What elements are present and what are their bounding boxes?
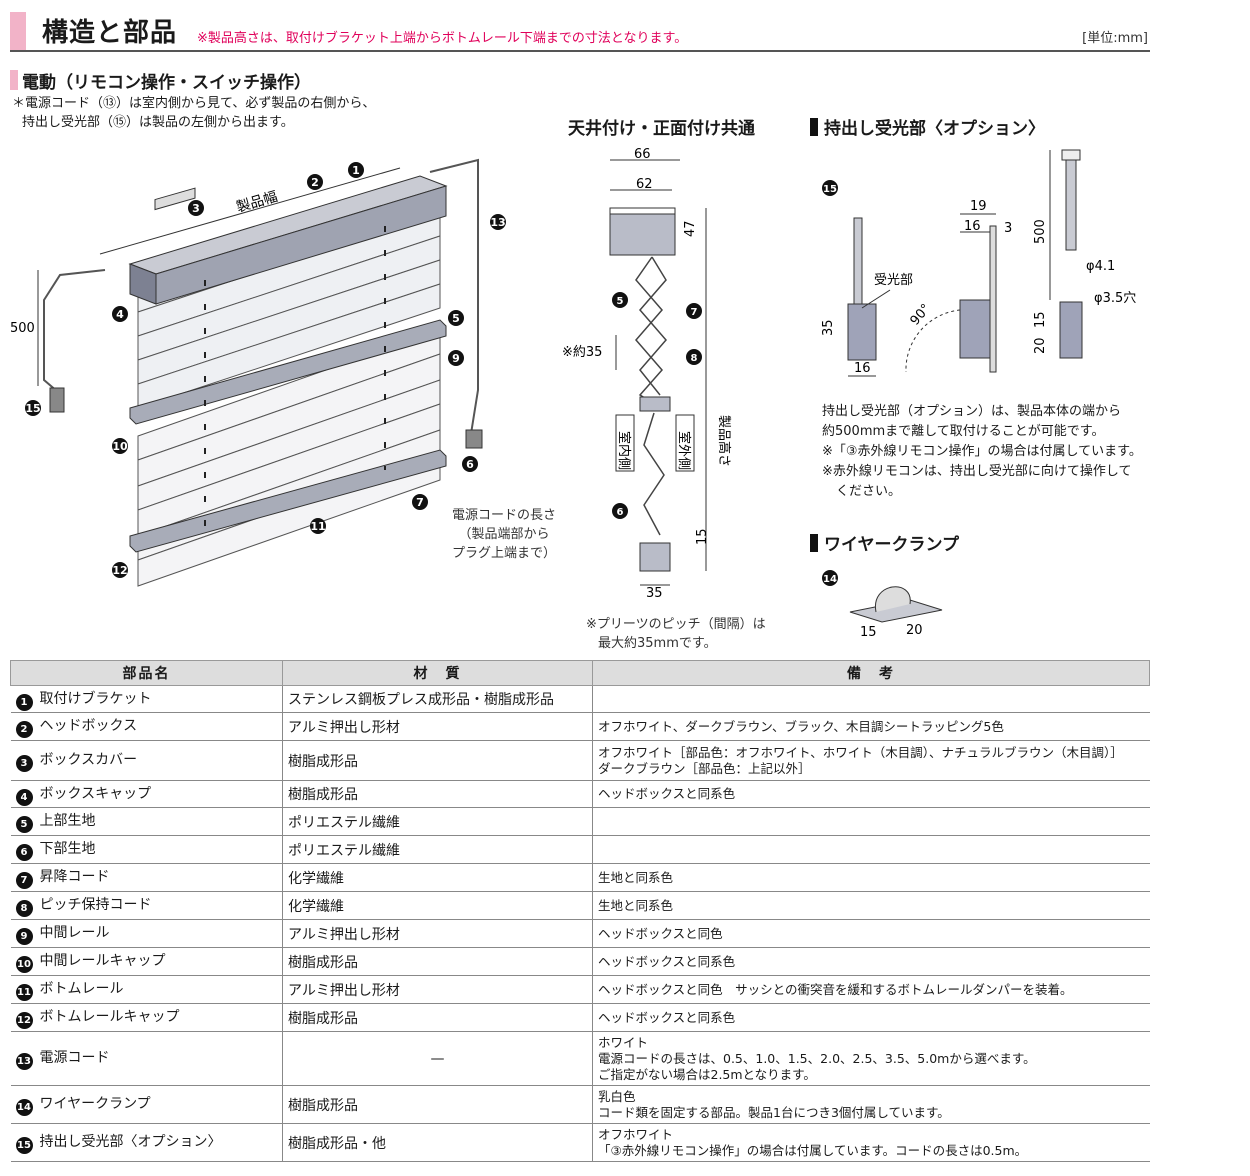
svg-text:7: 7 xyxy=(416,496,424,509)
receiver-desc: 持出し受光部（オプション）は、製品本体の端から 約500mmまで離して取付けるこ… xyxy=(822,404,1142,499)
dim-500: 500 xyxy=(1033,219,1048,244)
outdoor-label: 室外側 xyxy=(676,431,692,470)
svg-text:5: 5 xyxy=(452,312,460,325)
cord-length-caption: 電源コードの長さ （製品端部から プラグ上端まで） xyxy=(452,508,557,561)
indoor-label: 室内側 xyxy=(616,431,632,470)
svg-text:15: 15 xyxy=(823,184,837,195)
title-underline xyxy=(10,12,1150,52)
page-title: 構造と部品 xyxy=(42,18,178,48)
receiver-title: 持出し受光部〈オプション〉 xyxy=(810,114,1045,139)
head-box xyxy=(128,175,448,305)
phi35: φ3.5穴 xyxy=(1094,291,1136,306)
dim-19: 19 xyxy=(970,199,987,214)
dim-62: 62 xyxy=(636,177,653,192)
dim-16b: 16 xyxy=(964,219,981,234)
svg-text:8: 8 xyxy=(691,353,698,364)
title-accent-bar xyxy=(10,12,26,50)
height-label: 製品高さ xyxy=(716,415,732,467)
dim-47: 47 xyxy=(683,220,698,237)
receiver-diagram: 15 受光部 35 16 19 16 3 90° 500 15 20 φ4.1 … xyxy=(821,149,1136,377)
svg-text:10: 10 xyxy=(112,440,128,453)
clamp-15: 15 xyxy=(860,625,877,640)
svg-text:4: 4 xyxy=(116,308,124,321)
wire-clamp-diagram: 14 15 20 xyxy=(822,570,943,640)
section-accent xyxy=(10,70,18,90)
svg-text:13: 13 xyxy=(490,216,505,229)
side-view-diagram: 66 62 47 ※約35 製品高さ 15 35 室内側 室外側 5 7 8 6 xyxy=(562,147,732,601)
side-view-title: 天井付け・正面付け共通 xyxy=(568,119,755,139)
section-title-electric: 電動（リモコン操作・スイッチ操作） xyxy=(22,73,311,93)
electric-note-2: 持出し受光部（⑮）は製品の左側から出ます。 xyxy=(22,115,294,130)
svg-text:2: 2 xyxy=(311,176,319,189)
svg-text:12: 12 xyxy=(112,564,127,577)
dim-3: 3 xyxy=(1004,221,1012,236)
svg-text:9: 9 xyxy=(452,352,460,365)
height-note: ※製品高さは、取付けブラケット上端からボトムレール下端までの寸法となります。 xyxy=(197,31,688,46)
dim-66: 66 xyxy=(634,147,651,162)
dim-35: 35 xyxy=(646,586,663,601)
svg-text:6: 6 xyxy=(466,458,474,471)
dim-500: 500 xyxy=(10,321,35,336)
dim-35: 35 xyxy=(821,319,836,336)
svg-text:1: 1 xyxy=(352,164,360,177)
dim-16: 16 xyxy=(854,361,871,376)
width-label: 製品幅 xyxy=(235,189,280,216)
svg-text:7: 7 xyxy=(691,307,698,318)
angle-90: 90° xyxy=(908,301,934,328)
dim-20: 20 xyxy=(1033,337,1048,354)
table-header-row: 部品名 材 質 備 考 xyxy=(10,660,1150,686)
dim-15: 15 xyxy=(1033,311,1048,328)
main-blind-diagram: 500 製品幅 1 2 3 4 5 6 7 9 10 11 12 13 15 xyxy=(10,158,506,587)
electric-note-1: ＊電源コード（⑬）は室内側から見て、必ず製品の右側から、 xyxy=(12,96,376,111)
clamp-title: ワイヤークランプ xyxy=(810,530,959,555)
receiver-label: 受光部 xyxy=(874,273,913,288)
svg-text:6: 6 xyxy=(617,507,624,518)
svg-text:3: 3 xyxy=(192,202,200,215)
svg-text:5: 5 xyxy=(617,296,624,307)
header-part-name: 部品名 xyxy=(10,660,283,686)
unit-label: [単位:mm] xyxy=(1082,31,1148,46)
header-remarks: 備 考 xyxy=(592,660,1150,686)
svg-text:14: 14 xyxy=(823,574,837,585)
svg-text:11: 11 xyxy=(310,520,325,533)
svg-text:15: 15 xyxy=(25,402,40,415)
dim-approx35: ※約35 xyxy=(562,345,602,360)
pitch-note: ※プリーツのピッチ（間隔）は 最大約35mmです。 xyxy=(586,617,766,651)
header-material: 材 質 xyxy=(282,660,593,686)
clamp-20: 20 xyxy=(906,623,923,638)
dim-15: 15 xyxy=(695,528,710,545)
phi41: φ4.1 xyxy=(1086,259,1115,274)
